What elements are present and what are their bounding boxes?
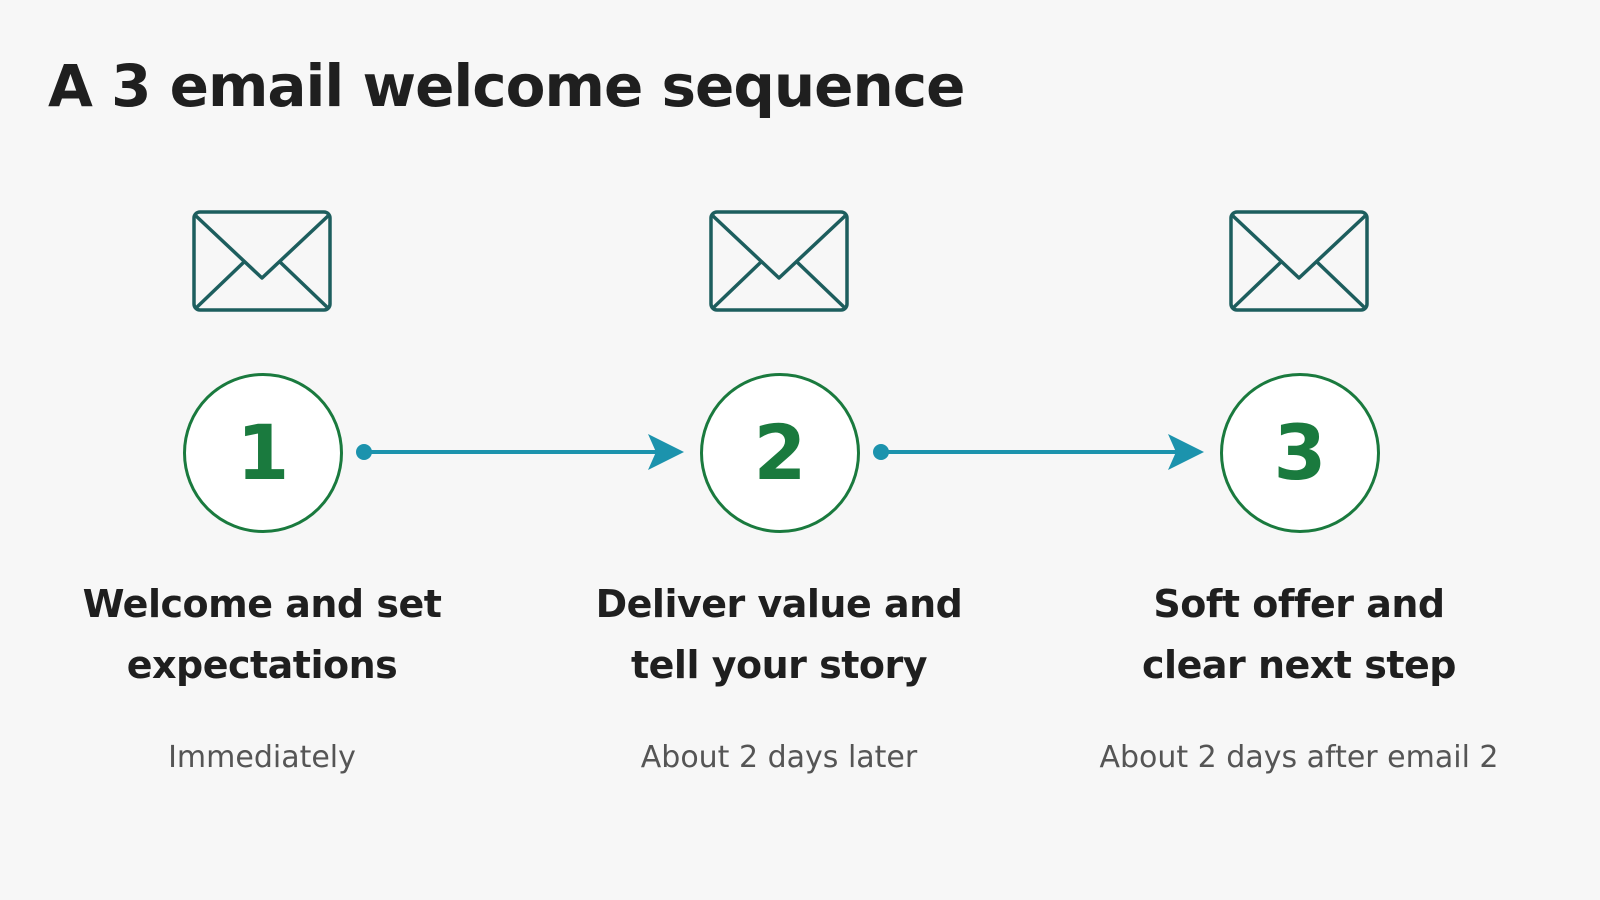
step-title-line1: Welcome and set [82,582,442,626]
step-timing: About 2 days after email 2 [1099,740,1499,775]
step-title: Deliver value and tell your story [569,574,989,696]
envelope-icon [1229,210,1369,312]
step-title-line2: clear next step [1142,643,1456,687]
step-title-line2: expectations [126,643,398,687]
envelope-icon [192,210,332,312]
step-title: Welcome and set expectations [52,574,472,696]
step-number: 3 [1273,408,1327,497]
step-title-line1: Deliver value and [595,582,963,626]
step-title: Soft offer and clear next step [1089,574,1509,696]
step-number: 1 [236,408,290,497]
step-title-line1: Soft offer and [1153,582,1445,626]
step-number: 2 [753,408,807,497]
step-number-badge: 2 [700,373,860,533]
step-timing: About 2 days later [640,740,918,775]
step-2: 2 Deliver value and tell your story Abou… [569,0,989,900]
step-timing: Immediately [168,740,356,775]
step-3: 3 Soft offer and clear next step About 2… [1089,0,1509,900]
envelope-icon [709,210,849,312]
step-number-badge: 3 [1220,373,1380,533]
step-1: 1 Welcome and set expectations Immediate… [52,0,472,900]
step-number-badge: 1 [183,373,343,533]
page-title: A 3 email welcome sequence [48,52,965,120]
step-title-line2: tell your story [630,643,928,687]
